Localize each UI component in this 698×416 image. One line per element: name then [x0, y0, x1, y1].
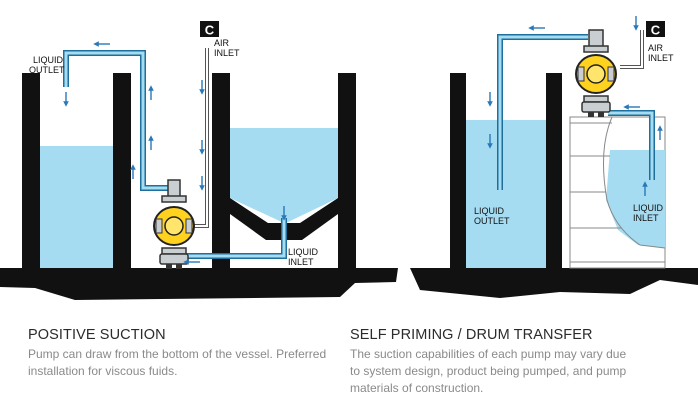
left-vessel-wall-left [22, 73, 40, 268]
liquid-outlet-label-left: LIQUID OUTLET [29, 55, 66, 75]
self-priming-title: SELF PRIMING / DRUM TRANSFER [350, 327, 593, 343]
hopper-wall-right [338, 73, 356, 268]
pump-left [153, 179, 195, 269]
liquid-inlet-label-left: LIQUID INLET [288, 247, 321, 267]
self-priming-description: The suction capabilities of each pump ma… [350, 346, 650, 397]
pump-installation-diagram: C AIR INLET LIQUID OUTLET LIQUID INLET [0, 16, 698, 300]
self-priming-line-2: to system design, product being pumped, … [350, 364, 627, 378]
hopper-cone [230, 198, 338, 240]
positive-suction-line-2: installation for viscous fuids. [28, 364, 178, 378]
self-priming-line-3: materials of construction. [350, 381, 484, 395]
container-liquid [466, 120, 546, 268]
positive-suction-diagram: C AIR INLET LIQUID OUTLET LIQUID INLET [0, 21, 398, 300]
air-badge-left: C [205, 23, 215, 38]
hopper-liquid [230, 128, 338, 223]
drum-transfer-diagram: C AIR INLET LIQUID OUTLET LIQUID INLET [410, 16, 698, 298]
container-wall-left [450, 73, 466, 268]
left-vessel-liquid [40, 146, 113, 268]
air-badge-box-left [200, 21, 219, 37]
hopper-wall-left [212, 73, 230, 268]
self-priming-line-1: The suction capabilities of each pump ma… [350, 347, 627, 361]
air-line-right [620, 30, 644, 69]
ground-left [0, 268, 398, 300]
liquid-inlet-label-right: LIQUID INLET [633, 203, 666, 223]
flow-arrows-right [487, 16, 663, 196]
pump-right [575, 29, 617, 117]
container-wall-right [546, 73, 562, 268]
positive-suction-line-1: Pump can draw from the bottom of the ves… [28, 347, 327, 361]
air-line [192, 48, 209, 228]
air-inlet-label-left: AIR INLET [214, 38, 240, 58]
flow-arrows-left [63, 41, 287, 265]
air-inlet-label-right: AIR INLET [648, 43, 674, 63]
air-badge-box-right [646, 21, 665, 37]
positive-suction-title: POSITIVE SUCTION [28, 327, 166, 343]
air-badge-right: C [651, 23, 661, 38]
ground-right [410, 268, 698, 298]
positive-suction-description: Pump can draw from the bottom of the ves… [28, 346, 328, 380]
left-vessel-wall-right [113, 73, 131, 268]
liquid-outlet-label-right: LIQUID OUTLET [474, 206, 510, 226]
